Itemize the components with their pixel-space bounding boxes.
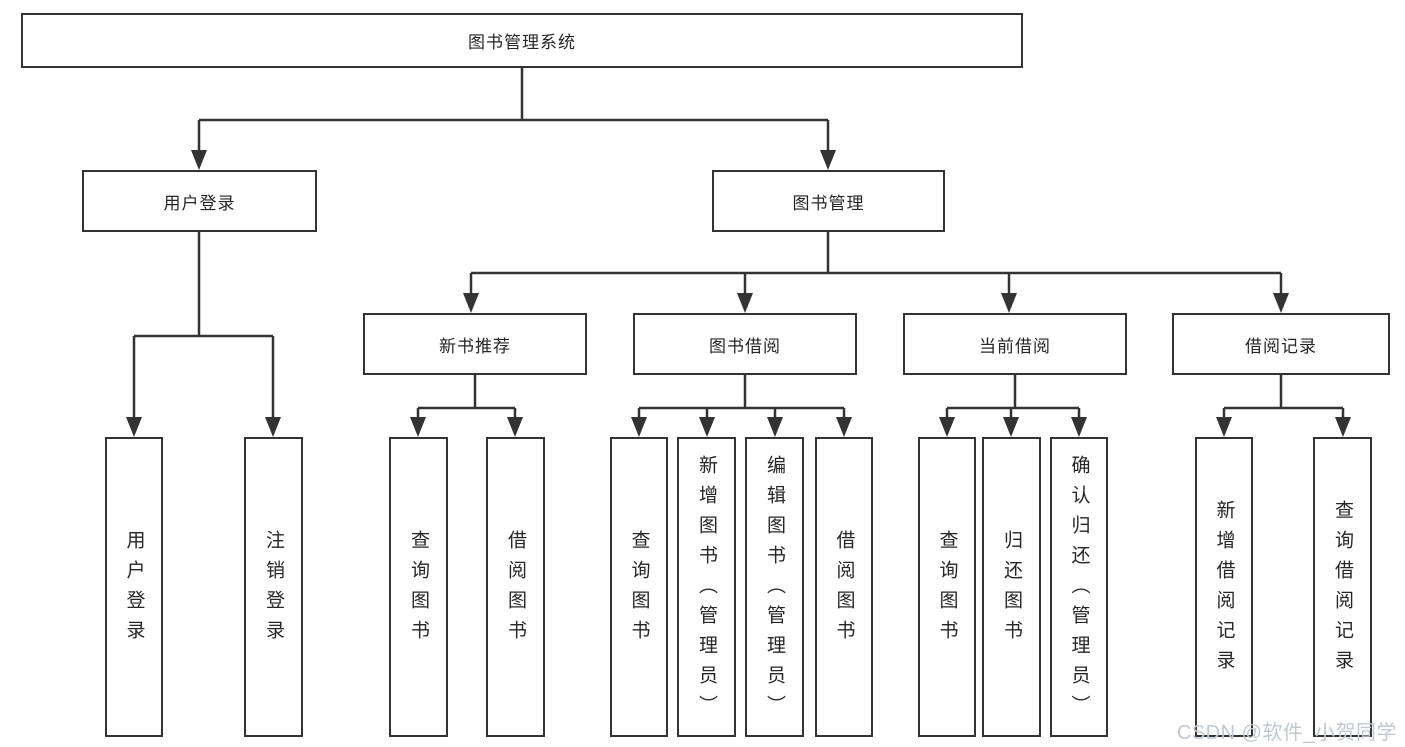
leaf-logout: 注销登录 bbox=[244, 437, 303, 737]
leaf-query-books-borrowing: 查询图书 bbox=[610, 437, 668, 737]
leaf-return-books: 归还图书 bbox=[982, 437, 1041, 737]
leaf-query-books-current: 查询图书 bbox=[918, 437, 976, 737]
node-book-borrowing: 图书借阅 bbox=[633, 313, 857, 375]
leaf-borrow-books-recommend: 借阅图书 bbox=[486, 437, 545, 737]
node-root-library-management-system: 图书管理系统 bbox=[21, 13, 1023, 68]
leaf-confirm-return-admin: 确认归还（管理员） bbox=[1050, 437, 1108, 737]
arrowheads bbox=[126, 150, 1351, 437]
leaf-add-book-admin: 新增图书（管理员） bbox=[677, 437, 736, 737]
leaf-query-borrow-record: 查询借阅记录 bbox=[1313, 437, 1372, 737]
node-user-login: 用户登录 bbox=[82, 170, 317, 232]
leaf-user-login: 用户登录 bbox=[105, 437, 163, 737]
leaf-query-books-recommend: 查询图书 bbox=[389, 437, 448, 737]
csdn-watermark: CSDN @软件_小贺同学 bbox=[1176, 722, 1397, 744]
leaf-borrow-books-borrowing: 借阅图书 bbox=[815, 437, 873, 737]
node-new-book-recommendation: 新书推荐 bbox=[363, 313, 587, 375]
node-borrowing-records: 借阅记录 bbox=[1172, 313, 1390, 375]
node-current-borrowing: 当前借阅 bbox=[903, 313, 1127, 375]
leaf-add-borrow-record: 新增借阅记录 bbox=[1195, 437, 1253, 737]
leaf-edit-book-admin: 编辑图书（管理员） bbox=[745, 437, 804, 737]
node-book-management: 图书管理 bbox=[712, 170, 945, 232]
connector-path bbox=[132, 66, 1345, 422]
